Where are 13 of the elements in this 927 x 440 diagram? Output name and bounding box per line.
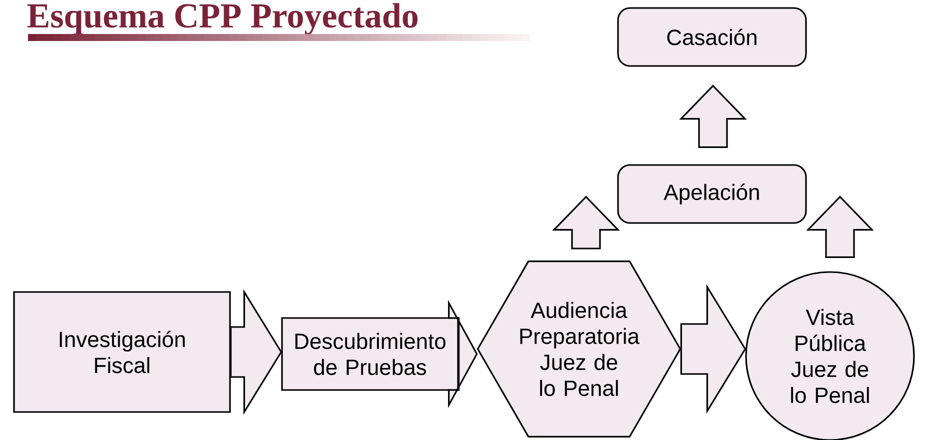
circle-node: Vista Pública Juez de lo Penal bbox=[745, 271, 915, 440]
block-arrow bbox=[806, 196, 874, 258]
block-arrow bbox=[448, 300, 478, 408]
rounded-box: Apelación bbox=[617, 164, 807, 224]
block-arrow bbox=[680, 284, 746, 414]
title: Esquema CPP Proyectado bbox=[27, 3, 418, 35]
process-box: Descubrimiento de Pruebas bbox=[281, 317, 459, 391]
block-arrow bbox=[552, 196, 620, 250]
process-box: Investigación Fiscal bbox=[13, 291, 231, 413]
block-arrow bbox=[230, 289, 282, 415]
rounded-box: Casación bbox=[617, 7, 807, 67]
hexagon-node: Audiencia Preparatoria Juez de lo Penal bbox=[476, 260, 682, 438]
block-arrow bbox=[679, 84, 747, 148]
